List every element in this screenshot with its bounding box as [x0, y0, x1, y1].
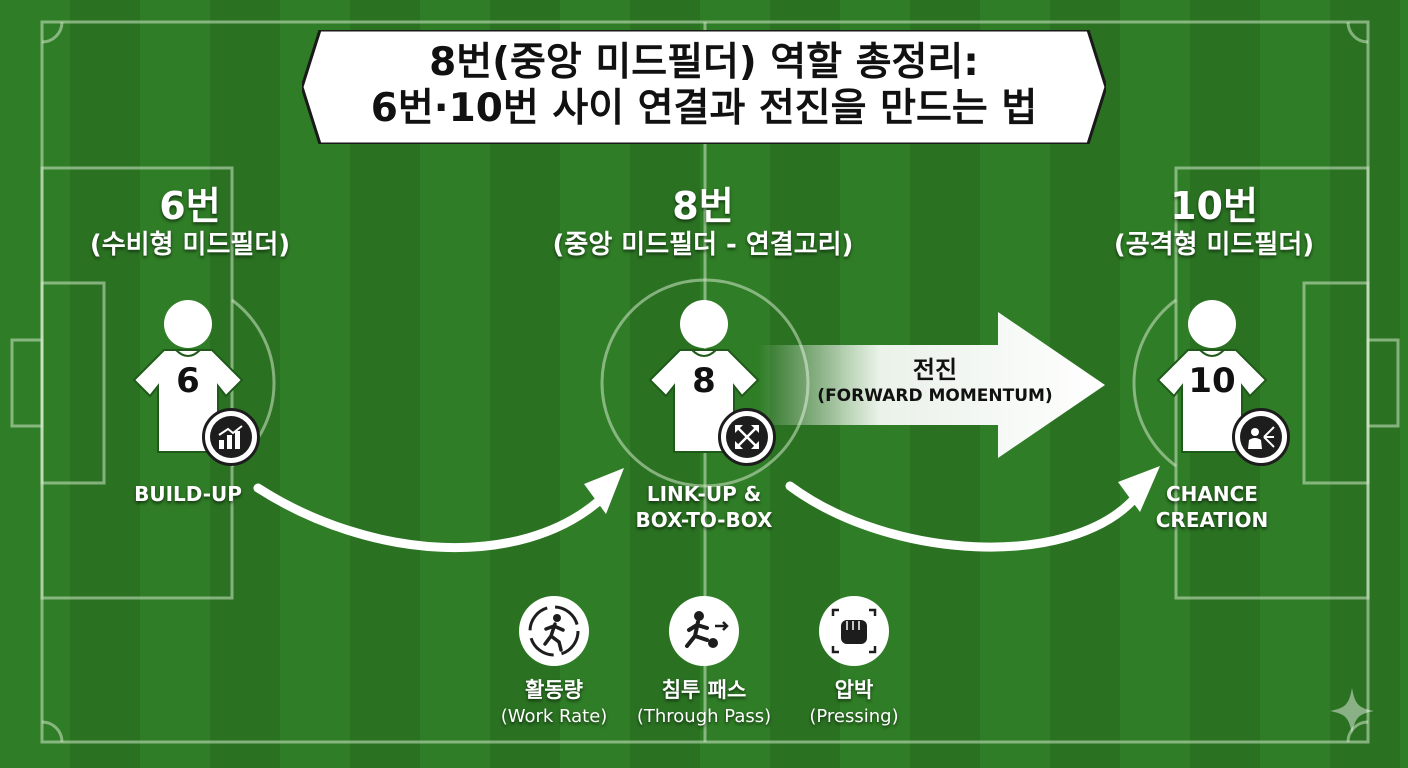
- trait-work-rate-en: (Work Rate): [500, 706, 608, 727]
- forward-momentum-arrow: [758, 312, 1105, 458]
- player-6-label: 6번 (수비형 미드필더): [40, 184, 340, 262]
- trait-pressing: 압박 (Pressing): [774, 596, 934, 727]
- title-banner: 8번(중앙 미드필더) 역할 총정리: 6번·10번 사이 연결과 전진을 만드…: [302, 30, 1106, 144]
- player-8-caption-line-2: BOX-TO-BOX: [635, 508, 773, 532]
- player-8-number-label: 8번: [672, 184, 734, 228]
- title-line-1: 8번(중앙 미드필더) 역할 총정리:: [429, 40, 979, 85]
- trait-pressing-en: (Pressing): [809, 706, 899, 727]
- trait-through-pass-en: (Through Pass): [636, 706, 772, 727]
- trait-pressing-ko: 압박: [834, 678, 874, 702]
- player-10-label: 10번 (공격형 미드필더): [1064, 184, 1364, 262]
- forward-label-en: (FORWARD MOMENTUM): [817, 386, 1053, 406]
- player-10-caption-line-2: CREATION: [1155, 508, 1269, 532]
- player-8-jersey-number: 8: [692, 361, 716, 401]
- expand-arrows-icon: [735, 425, 759, 449]
- player-8-badge: [718, 408, 776, 466]
- trait-through-pass-ko: 침투 패스: [661, 678, 747, 702]
- player-6-caption: BUILD-UP: [134, 482, 242, 506]
- title-line-2: 6번·10번 사이 연결과 전진을 만드는 법: [370, 86, 1038, 131]
- player-6-figure: 6: [128, 298, 248, 458]
- forward-arrow-label: 전진 (FORWARD MOMENTUM): [810, 356, 1060, 408]
- trait-through-pass: 침투 패스 (Through Pass): [624, 596, 784, 727]
- curved-arrow-head-2: [1118, 466, 1160, 512]
- player-8-label: 8번 (중앙 미드필더 - 연결고리): [503, 184, 903, 262]
- player-8-caption-line-1: LINK-UP &: [646, 482, 762, 506]
- player-10-badge: [1232, 408, 1290, 466]
- page-title: 8번(중앙 미드필더) 역할 총정리: 6번·10번 사이 연결과 전진을 만드…: [302, 40, 1106, 132]
- running-player-icon: [528, 605, 580, 657]
- player-6-number-label: 6번: [159, 184, 221, 228]
- curved-arrow-8-to-10: [785, 481, 1140, 552]
- growth-chart-icon: [218, 425, 243, 449]
- player-10-number-label: 10번: [1170, 184, 1258, 228]
- player-8-role: (중앙 미드필더 - 연결고리): [552, 230, 854, 260]
- curved-arrow-head-1: [584, 468, 624, 514]
- trait-work-rate: 활동량 (Work Rate): [474, 596, 634, 727]
- player-6-badge: [202, 408, 260, 466]
- sparkle-icon: [1330, 688, 1374, 734]
- player-10-role: (공격형 미드필더): [1113, 230, 1315, 260]
- player-10-jersey-number: 10: [1188, 361, 1236, 401]
- player-10-caption: CHANCE CREATION: [1142, 481, 1282, 533]
- player-6-jersey-number: 6: [176, 361, 200, 401]
- curved-arrow-6-to-8: [253, 483, 605, 553]
- kicking-player-icon: [685, 611, 729, 648]
- player-10-caption-line-1: CHANCE: [1166, 482, 1258, 506]
- trait-work-rate-ko: 활동량: [525, 678, 583, 702]
- playmaker-icon: [1248, 426, 1275, 449]
- player-6-role: (수비형 미드필더): [89, 230, 291, 260]
- forward-label-ko: 전진: [912, 356, 958, 384]
- fist-icon: [831, 608, 877, 654]
- player-8-caption: LINK-UP & BOX-TO-BOX: [604, 481, 804, 533]
